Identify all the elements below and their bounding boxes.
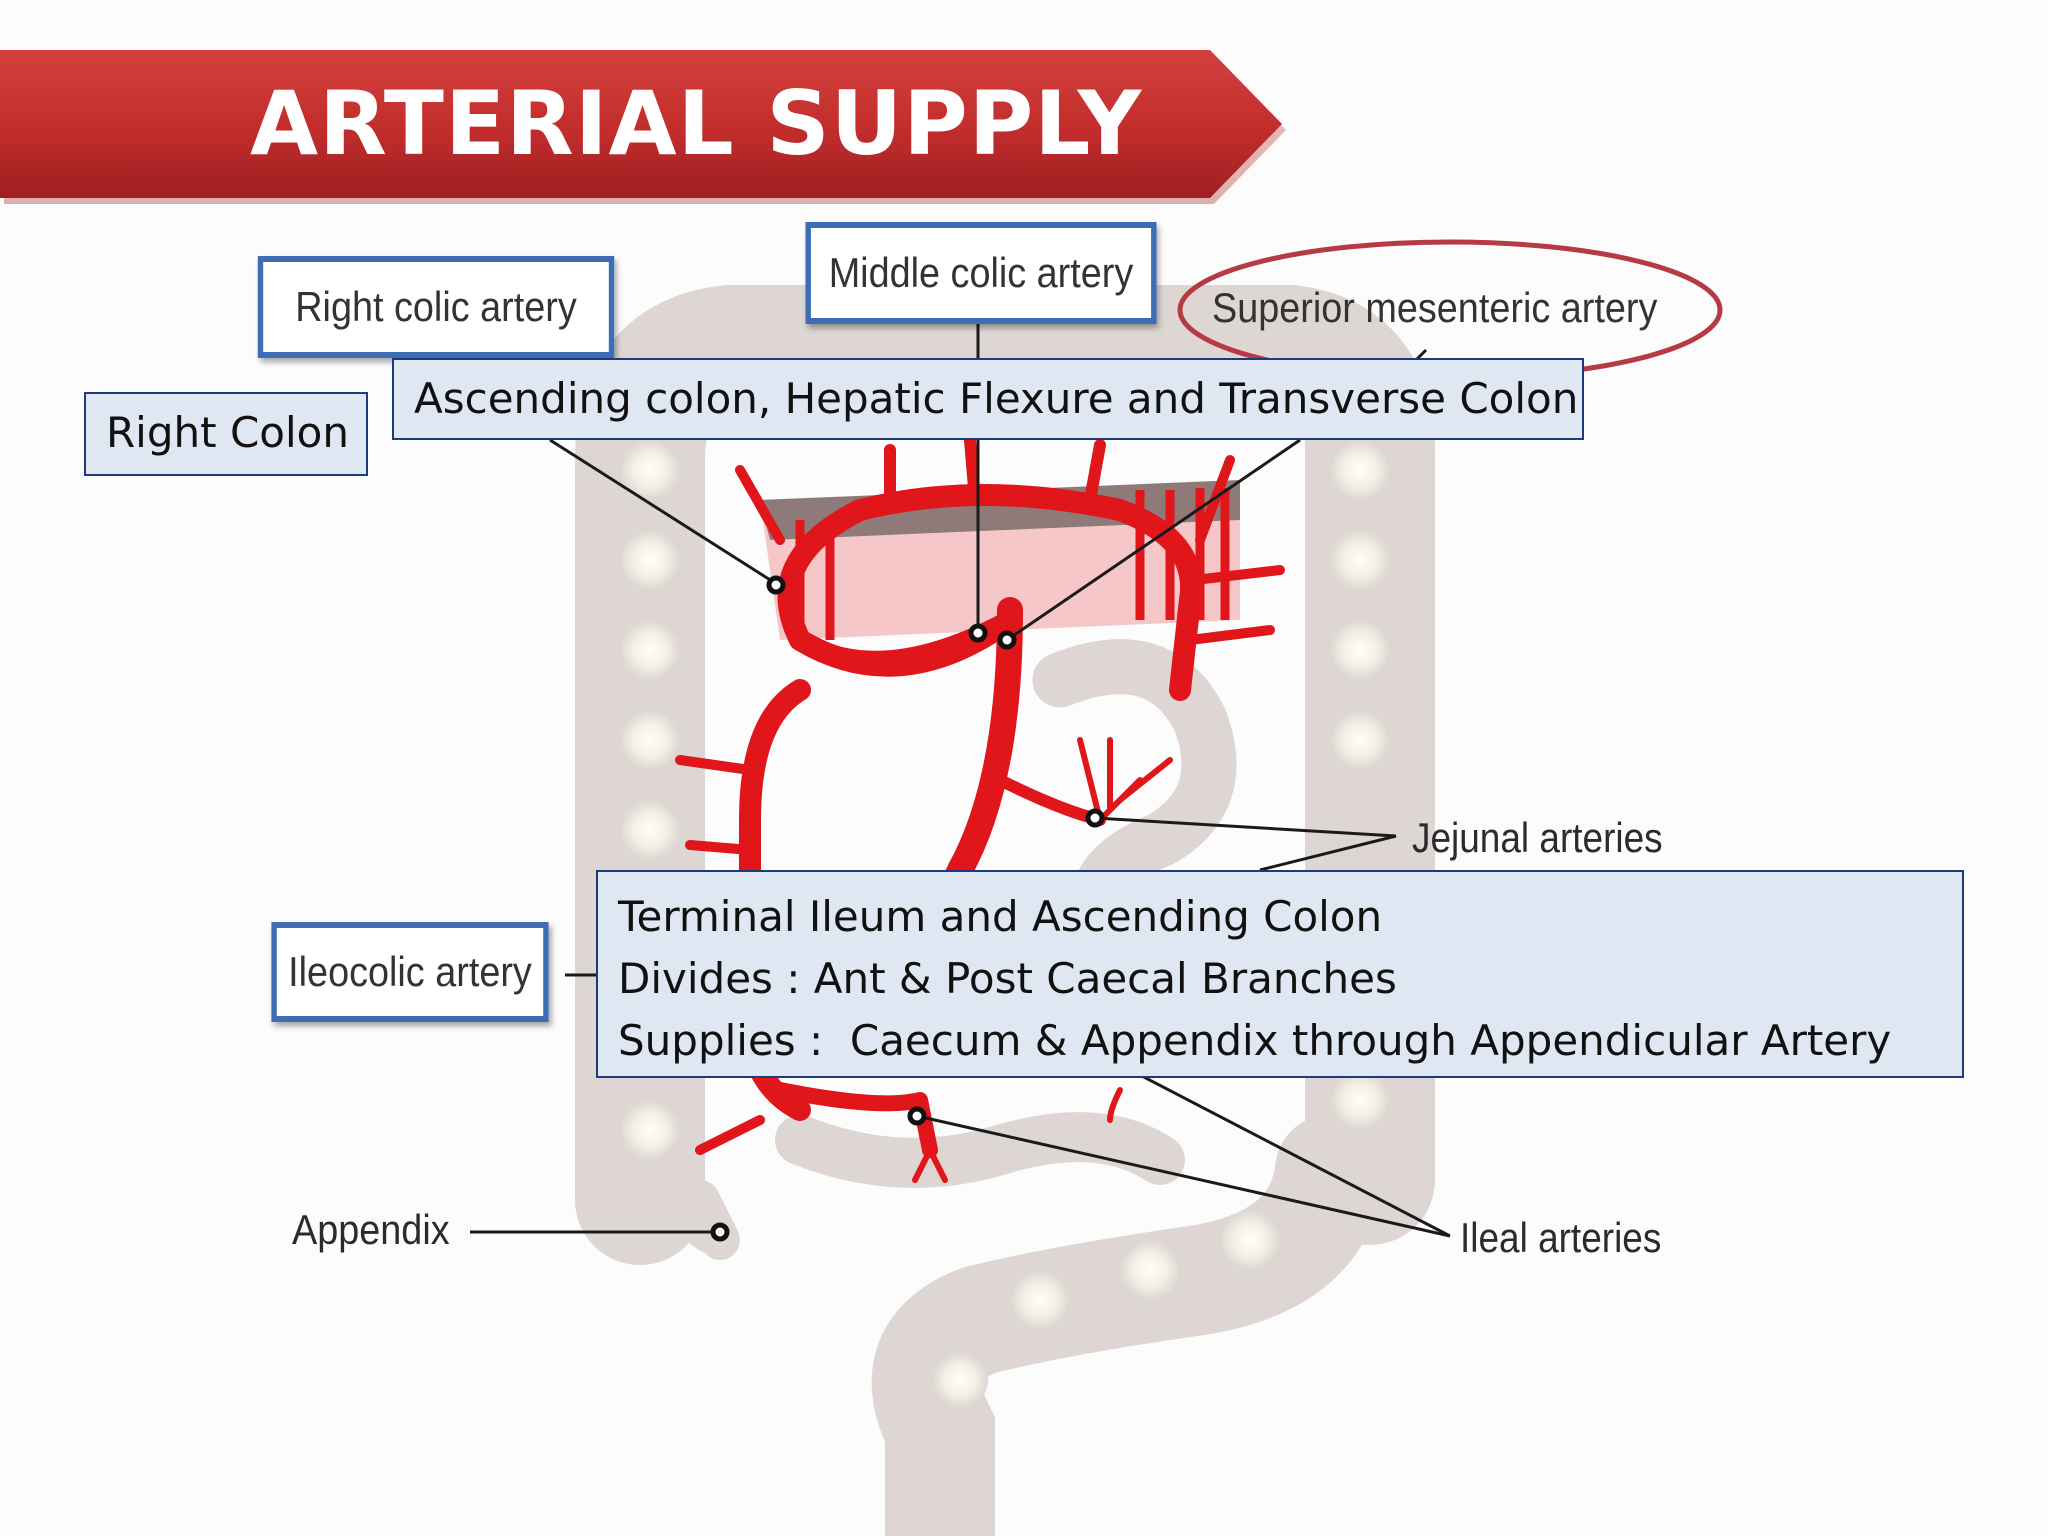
note-right-colon: Right Colon xyxy=(84,392,368,476)
title-banner xyxy=(0,50,1286,204)
label-superior-mesenteric-artery: Superior mesenteric artery xyxy=(1212,284,1658,331)
note-ileocolic-line-3: Supplies : Caecum & Appendix through App… xyxy=(618,1016,1892,1065)
note-middle-colic-supply: Ascending colon, Hepatic Flexure and Tra… xyxy=(392,358,1584,440)
label-jejunal-arteries: Jejunal arteries xyxy=(1412,814,1663,861)
slide-title: ARTERIAL SUPPLY xyxy=(250,72,1143,175)
label-right-colic-artery: Right colic artery xyxy=(257,256,615,358)
label-appendix: Appendix xyxy=(292,1206,450,1253)
leader-lines xyxy=(470,322,1451,1238)
label-ileal-arteries: Ileal arteries xyxy=(1460,1214,1662,1261)
note-ileocolic-line-1: Terminal Ileum and Ascending Colon xyxy=(618,892,1383,941)
note-ileocolic-line-2: Divides : Ant & Post Caecal Branches xyxy=(618,954,1397,1003)
label-ileocolic-artery: Ileocolic artery xyxy=(271,922,549,1022)
leader-dots xyxy=(710,575,1105,1242)
label-middle-colic-artery: Middle colic artery xyxy=(805,222,1157,324)
note-ileocolic-supply: Terminal Ileum and Ascending Colon Divid… xyxy=(596,870,1964,1078)
